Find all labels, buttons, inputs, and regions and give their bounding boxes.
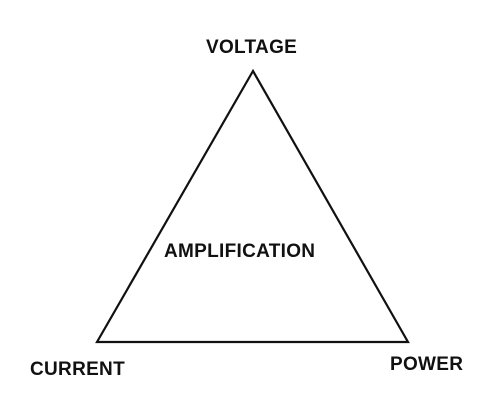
vertex-label-voltage: VOLTAGE [206, 37, 298, 58]
vertex-label-power: POWER [390, 354, 464, 375]
vertex-label-current: CURRENT [30, 359, 125, 380]
center-label-amplification: AMPLIFICATION [164, 241, 316, 262]
triangle-shape [95, 68, 410, 344]
